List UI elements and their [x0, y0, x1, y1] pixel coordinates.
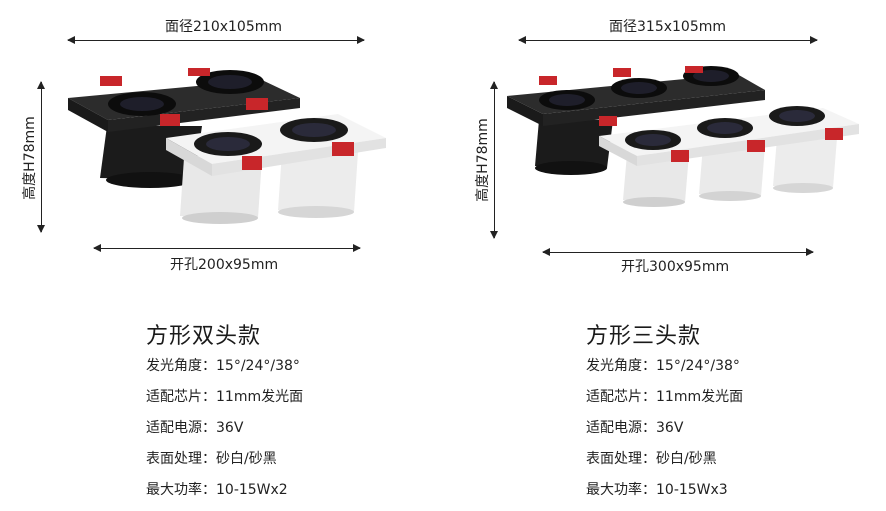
- spec-list: 发光角度：15°/24°/38° 适配芯片：11mm发光面 适配电源：36V 表…: [146, 356, 303, 511]
- spec-row-chip: 适配芯片：11mm发光面: [586, 389, 744, 405]
- spec-row-max-power: 最大功率：10-15Wx2: [146, 482, 288, 498]
- spec-row-chip: 适配芯片：11mm发光面: [146, 389, 304, 405]
- spec-row-power-supply: 适配电源：36V: [146, 420, 244, 436]
- product-title: 方形三头款: [586, 324, 702, 349]
- width-dimension-label: 面径210x105mm: [165, 19, 283, 35]
- product-panel-double: 面径210x105mm 高度H78mm: [0, 0, 443, 507]
- white-unit: [160, 114, 386, 224]
- spec-list: 发光角度：15°/24°/38° 适配芯片：11mm发光面 适配电源：36V 表…: [586, 356, 743, 511]
- cutout-dimension-label: 开孔200x95mm: [170, 257, 279, 273]
- double-head-downlight-illustration: [68, 68, 386, 224]
- height-dimension-arrow: [36, 81, 46, 233]
- width-dimension-arrow: [67, 28, 365, 52]
- height-dimension-label: 高度H78mm: [475, 118, 491, 202]
- white-unit: [599, 106, 859, 207]
- product-title: 方形双头款: [146, 324, 262, 349]
- height-dimension-arrow: [489, 81, 499, 239]
- spec-row-power-supply: 适配电源：36V: [586, 420, 684, 436]
- spec-row-finish: 表面处理：砂白/砂黑: [586, 451, 717, 467]
- cutout-dimension-arrow: [93, 236, 361, 260]
- cutout-dimension-label: 开孔300x95mm: [621, 259, 730, 275]
- spec-row-finish: 表面处理：砂白/砂黑: [146, 451, 277, 467]
- width-dimension-arrow: [518, 28, 818, 52]
- black-unit: [507, 66, 765, 175]
- height-dimension-label: 高度H78mm: [22, 116, 38, 200]
- spec-row-beam-angle: 发光角度：15°/24°/38°: [586, 358, 740, 374]
- cutout-dimension-arrow: [542, 240, 814, 264]
- black-unit: [68, 68, 300, 188]
- spec-row-max-power: 最大功率：10-15Wx3: [586, 482, 728, 498]
- spec-row-beam-angle: 发光角度：15°/24°/38°: [146, 358, 300, 374]
- width-dimension-label: 面径315x105mm: [609, 19, 727, 35]
- triple-head-downlight-illustration: [507, 66, 859, 207]
- product-panel-triple: 面径315x105mm 高度H78mm: [443, 0, 886, 507]
